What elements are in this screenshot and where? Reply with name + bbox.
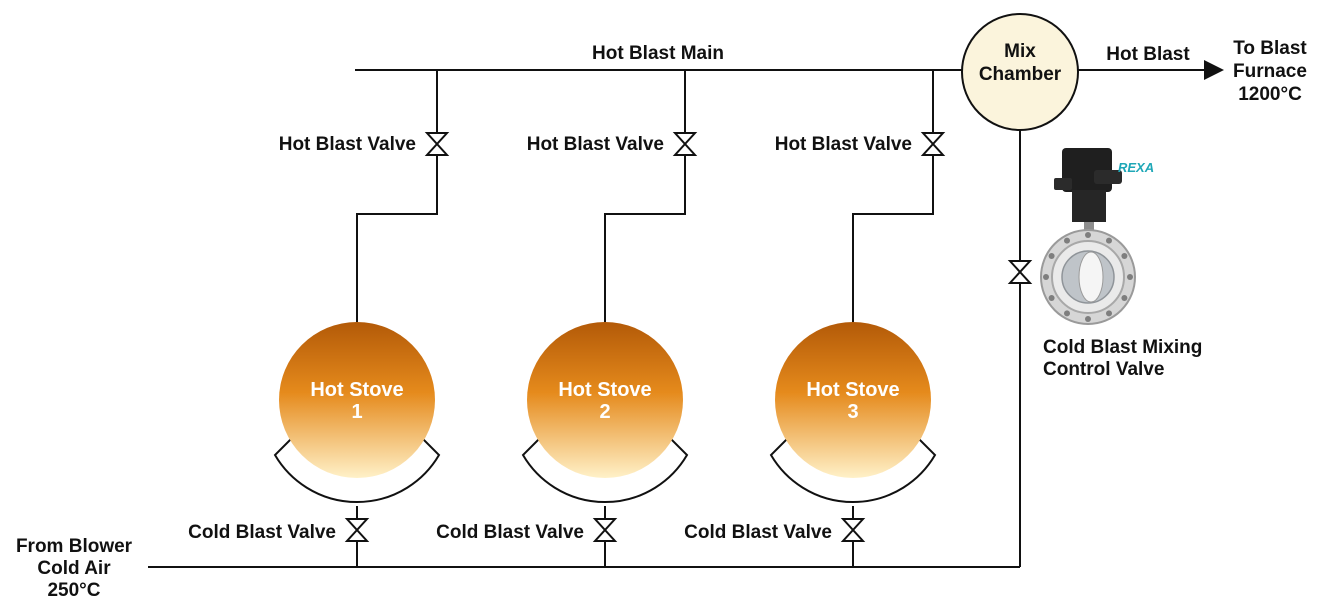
cold-blast-valve-symbol [840,518,866,542]
stove-title: Hot Stove [806,379,899,401]
cold-blast-valve-symbol [344,518,370,542]
cold-blast-valve-label: Cold Blast Valve [188,522,336,543]
mix-chamber-label-line1: Mix [1004,41,1036,62]
hot-branch-pipe [356,70,438,322]
hot-blast-valve-symbol [672,132,698,156]
to-blast-furnace-line1: To Blast [1233,38,1307,59]
to-blast-furnace-line3: 1200°C [1238,84,1302,105]
valve-bolt [1085,232,1091,238]
valve-disc [1078,251,1104,303]
mix-chamber-label-line2: Chamber [979,64,1062,85]
hot-blast-valve-label: Hot Blast Valve [279,134,416,155]
valve-bolt [1048,295,1055,301]
rexa-logo: REXA [1118,160,1154,175]
hot-branch-pipe [852,70,934,322]
stove-number: 2 [599,401,610,423]
from-blower-line2: Cold Air [37,558,111,579]
to-blast-furnace-line2: Furnace [1233,61,1307,82]
valve-actuator-motor [1094,170,1122,184]
hot-blast-main-label: Hot Blast Main [592,43,724,64]
valve-bolt [1048,253,1055,259]
valve-bolt [1043,274,1049,280]
valve-bolt [1106,237,1112,244]
stove-number: 3 [847,401,858,423]
valve-actuator-cap [1054,178,1072,190]
valve-bolt [1106,310,1112,317]
valve-bolt [1121,253,1128,259]
valve-bolt [1127,274,1133,280]
stove-dome [527,322,683,478]
valve-bolt [1121,295,1128,301]
mixing-valve-symbol [1007,260,1033,284]
hot-blast-label: Hot Blast [1106,44,1190,65]
stove-number: 1 [351,401,362,423]
valve-stem [1084,222,1094,236]
hot-branch-pipe [604,70,686,322]
from-blower-line1: From Blower [16,536,133,557]
valve-yoke [1072,190,1106,222]
hot-blast-valve-symbol [424,132,450,156]
hot-blast-valve-symbol [920,132,946,156]
mixing-valve-label-line1: Cold Blast Mixing [1043,337,1202,358]
valve-bolt [1064,237,1070,244]
mixing-valve-label-line2: Control Valve [1043,359,1164,380]
stove-dome [775,322,931,478]
cold-blast-valve-symbol [592,518,618,542]
hot-blast-valve-label: Hot Blast Valve [527,134,664,155]
stove-dome [279,322,435,478]
cold-blast-valve-label: Cold Blast Valve [436,522,584,543]
from-blower-line3: 250°C [47,580,100,601]
valve-bolt-ring [1043,232,1133,322]
mixing-control-valve-illustration: REXA [1040,148,1154,325]
stove-title: Hot Stove [310,379,403,401]
valve-bolt [1064,310,1070,317]
hot-blast-valve-label: Hot Blast Valve [775,134,912,155]
stove-title: Hot Stove [558,379,651,401]
valve-bolt [1085,316,1091,322]
cold-blast-valve-label: Cold Blast Valve [684,522,832,543]
